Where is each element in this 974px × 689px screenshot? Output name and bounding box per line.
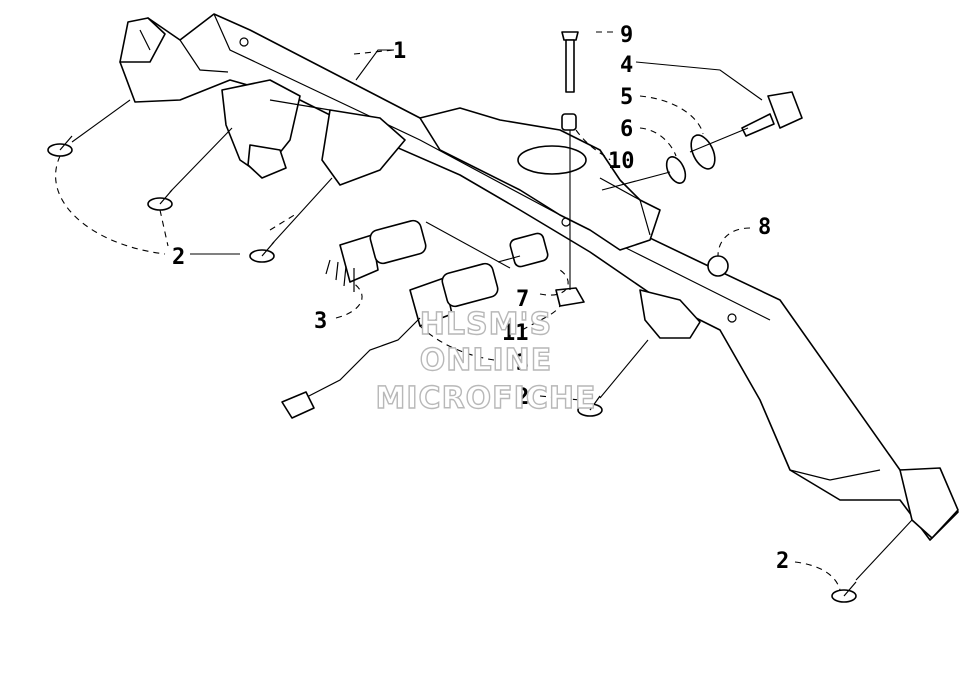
- callout-2-center: 2: [516, 385, 529, 410]
- callout-7: 7: [516, 287, 529, 312]
- console-bar-part: [119, 13, 959, 541]
- callout-11: 11: [502, 321, 529, 346]
- watermark: HLSM'S ONLINE MICROFICHE: [375, 306, 597, 416]
- callout-labels: 1 2 2 2 3 3 4 5 6 7 8 9 10 11: [172, 23, 789, 574]
- watermark-line-2: ONLINE: [420, 343, 553, 378]
- watermark-line-1: HLSM'S: [420, 307, 552, 342]
- callout-10: 10: [608, 149, 635, 174]
- push-rivet-part: [47, 135, 857, 603]
- callout-5: 5: [620, 85, 633, 110]
- callout-3-lower: 3: [516, 351, 529, 376]
- switch-assembly-part: [281, 219, 499, 419]
- nut-part: [665, 156, 687, 184]
- callout-8: 8: [758, 215, 771, 240]
- ignition-key-part: [741, 91, 803, 137]
- callout-4: 4: [620, 53, 633, 78]
- watermark-line-3: MICROFICHE: [376, 381, 597, 416]
- bolt-part: [561, 31, 579, 93]
- leader-lines: [55, 31, 913, 591]
- plug-part: [707, 255, 729, 277]
- callout-1: 1: [393, 39, 406, 64]
- spacer-part: [561, 113, 577, 131]
- callout-3-upper: 3: [314, 309, 327, 334]
- bezel-part: [690, 134, 716, 170]
- callout-2-right: 2: [776, 549, 789, 574]
- callout-2-left: 2: [172, 245, 185, 270]
- callout-6: 6: [620, 117, 633, 142]
- callout-9: 9: [620, 23, 633, 48]
